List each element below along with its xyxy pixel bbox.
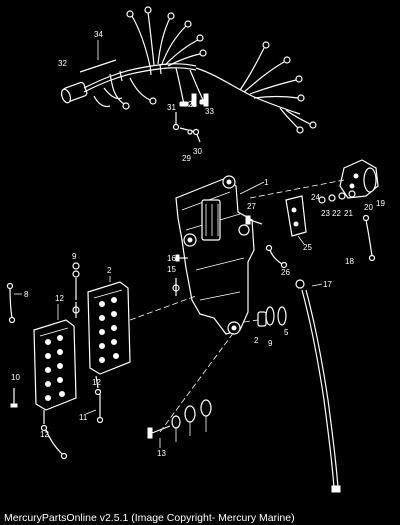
callout-33: 33 — [205, 107, 214, 116]
hardware-group-middle — [243, 306, 287, 327]
callout-26: 26 — [281, 268, 290, 277]
callout-5: 9 — [72, 252, 77, 261]
callout-19: 19 — [376, 199, 385, 208]
solenoid-assembly — [249, 159, 379, 204]
callout-20: 20 — [364, 203, 373, 212]
callout-7: 11 — [79, 413, 88, 422]
mounting-bracket — [175, 175, 255, 335]
callout-12: 5 — [284, 328, 289, 337]
callout-14: 2 — [254, 336, 259, 345]
lead-26 — [269, 249, 283, 265]
callout-2-rear: 2 — [107, 266, 112, 275]
part-34-strap — [79, 59, 117, 73]
leads-7-8 — [40, 375, 104, 460]
callout-16: 16 — [167, 254, 176, 263]
callout-24: 24 — [311, 193, 320, 202]
switch-box-rear — [87, 281, 131, 375]
callout-31: 31 — [167, 103, 176, 112]
callout-17: 17 — [323, 280, 332, 289]
image-copyright-caption: MercuryPartsOnline v2.5.1 (Image Copyrig… — [4, 512, 295, 524]
callout-30: 30 — [193, 147, 202, 156]
battery-cable-17 — [295, 279, 341, 493]
callout-13: 9 — [268, 339, 273, 348]
lead-9 — [9, 287, 13, 319]
callout-8-left: 12 — [40, 430, 49, 439]
switch-box-front — [33, 319, 77, 411]
callout-34: 34 — [94, 30, 103, 39]
callout-32: 32 — [58, 59, 67, 68]
hardware-group-bottom — [147, 331, 235, 439]
callout-29: 29 — [182, 154, 191, 163]
callout-2-front: 12 — [55, 294, 64, 303]
callout-28: 28 — [188, 100, 197, 109]
callout-18: 18 — [345, 257, 354, 266]
callout-21: 21 — [344, 209, 353, 218]
terminal-block-25 — [285, 195, 307, 245]
callout-3: 10 — [11, 373, 20, 382]
callout-10: 13 — [157, 449, 166, 458]
hardware-group-top — [172, 93, 209, 143]
callout-15: 15 — [167, 265, 176, 274]
lead-18 — [365, 219, 373, 257]
callout-23: 23 — [321, 209, 330, 218]
callout-25: 25 — [303, 243, 312, 252]
callout-8-right: 12 — [92, 378, 101, 387]
callout-1: 1 — [264, 178, 269, 187]
callout-27: 27 — [247, 202, 256, 211]
callout-22: 22 — [332, 209, 341, 218]
hardware-group-5 — [72, 262, 80, 318]
callout-9: 8 — [24, 290, 29, 299]
wiring-harness — [60, 6, 317, 134]
